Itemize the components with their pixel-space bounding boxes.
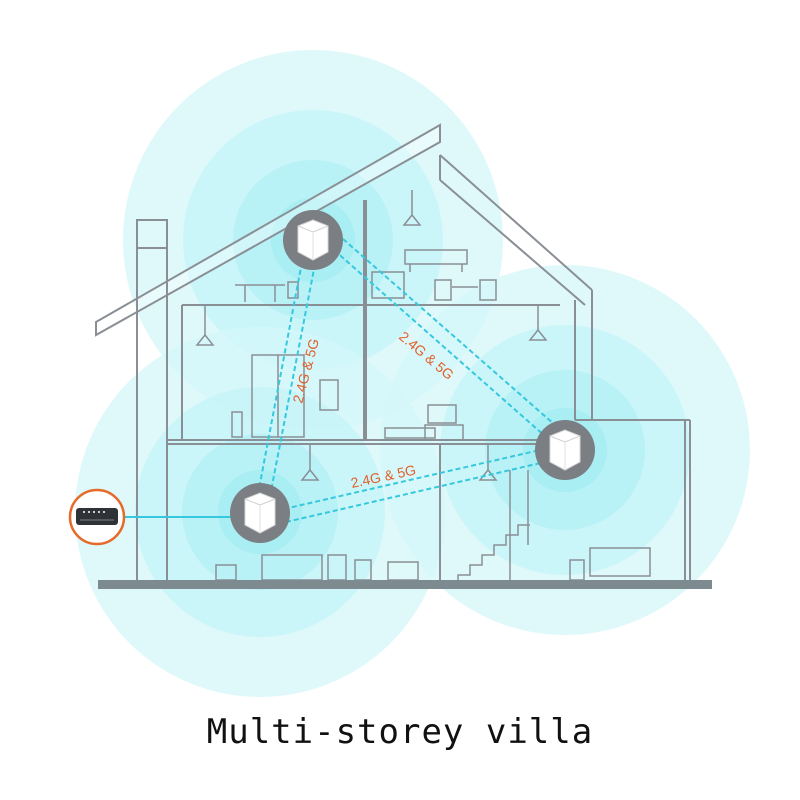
mesh-node-icon (549, 429, 581, 471)
mesh-node-right (535, 420, 595, 480)
diagram-caption: Multi-storey villa (206, 712, 594, 752)
wireless-links (257, 238, 556, 523)
mesh-node-icon (244, 492, 276, 534)
mesh-node-bottom (230, 483, 290, 543)
modem-icon (76, 508, 118, 525)
house-outline (95, 123, 691, 585)
villa-network-diagram: 2.4G & 5G 2.4G & 5G 2.4G & 5G (68, 50, 750, 697)
modem (68, 488, 126, 546)
mesh-node-icon (297, 219, 329, 261)
ground-line (98, 580, 712, 589)
mesh-node-top (283, 210, 343, 270)
